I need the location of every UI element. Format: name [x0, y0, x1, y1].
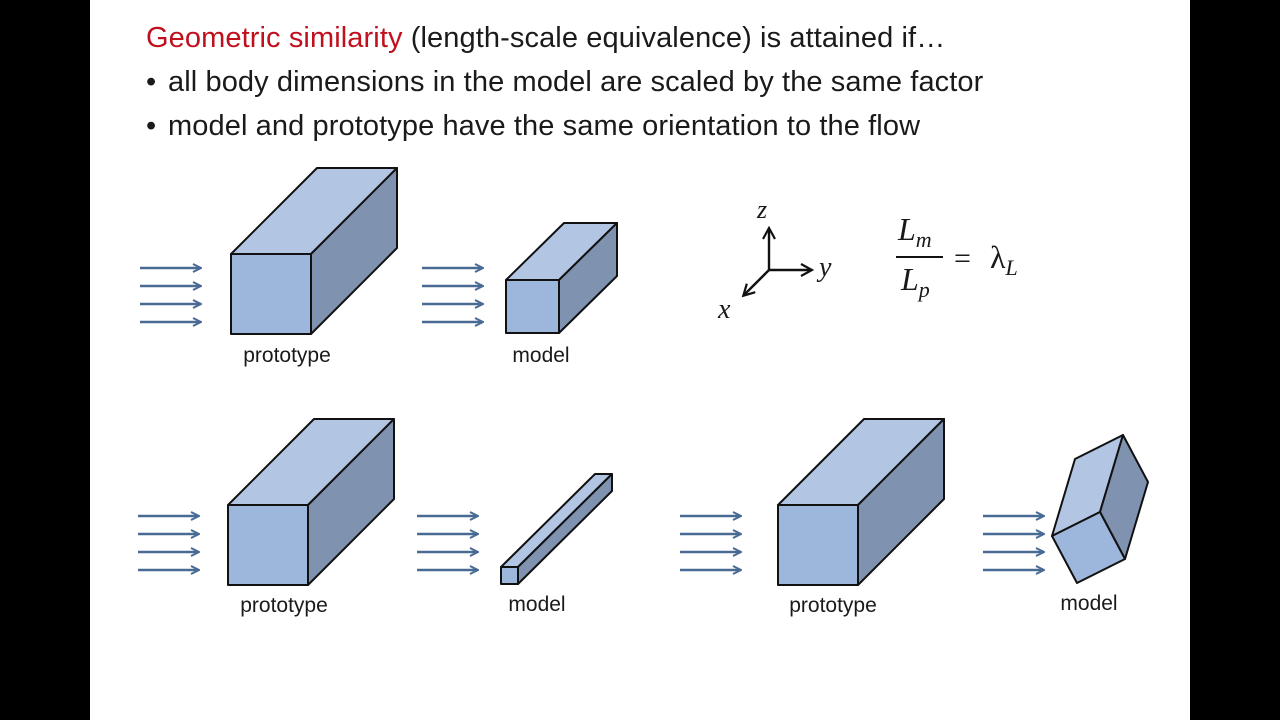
svg-text:λL: λL: [990, 239, 1018, 280]
formula-lambda: λ: [990, 239, 1006, 275]
prototype-label: prototype: [243, 344, 331, 367]
bullet-item: • all body dimensions in the model are sc…: [146, 66, 983, 99]
flow-arrows: [422, 268, 482, 322]
bullet-dot: •: [146, 110, 157, 142]
flow-arrows: [140, 268, 200, 322]
slide: Geometric similarity (length-scale equiv…: [90, 0, 1190, 720]
scale-formula: Lm Lp = λL: [896, 211, 1018, 302]
formula-numerator: L: [897, 211, 916, 247]
model-box-rotated: [1051, 434, 1149, 584]
flow-arrows: [983, 516, 1043, 570]
slide-heading: Geometric similarity (length-scale equiv…: [146, 22, 945, 55]
similarity-diagram: prototype model prototype model prototyp…: [138, 167, 1149, 617]
flow-arrows: [417, 516, 477, 570]
model-box-elongated: [500, 473, 613, 585]
axis-x-label: x: [717, 294, 731, 325]
bullet-item: • model and prototype have the same orien…: [146, 110, 920, 143]
bullet-text: model and prototype have the same orient…: [168, 110, 921, 142]
formula-equals: =: [954, 242, 971, 275]
svg-text:Lp: Lp: [900, 261, 930, 302]
model-label: model: [512, 344, 569, 367]
svg-text:Lm: Lm: [897, 211, 932, 252]
bullet-dot: •: [146, 66, 157, 98]
prototype-label: prototype: [789, 594, 877, 617]
axis-z-label: z: [756, 195, 767, 224]
formula-numerator-subscript: m: [916, 227, 932, 252]
bullet-text: all body dimensions in the model are sca…: [168, 66, 984, 98]
heading-highlight: Geometric similarity: [146, 22, 403, 54]
axes-icon: [744, 229, 811, 295]
prototype-box: [777, 418, 945, 586]
formula-denominator: L: [900, 261, 919, 297]
prototype-box: [227, 418, 395, 586]
model-box: [505, 222, 618, 334]
flow-arrows: [680, 516, 740, 570]
axis-y-label: y: [816, 252, 832, 283]
model-label: model: [1060, 592, 1117, 615]
formula-lambda-subscript: L: [1005, 255, 1018, 280]
model-label: model: [508, 593, 565, 616]
formula-denominator-subscript: p: [917, 277, 930, 302]
prototype-box: [230, 167, 398, 335]
flow-arrows: [138, 516, 198, 570]
prototype-label: prototype: [240, 594, 328, 617]
heading-rest: (length-scale equivalence) is attained i…: [402, 22, 946, 54]
